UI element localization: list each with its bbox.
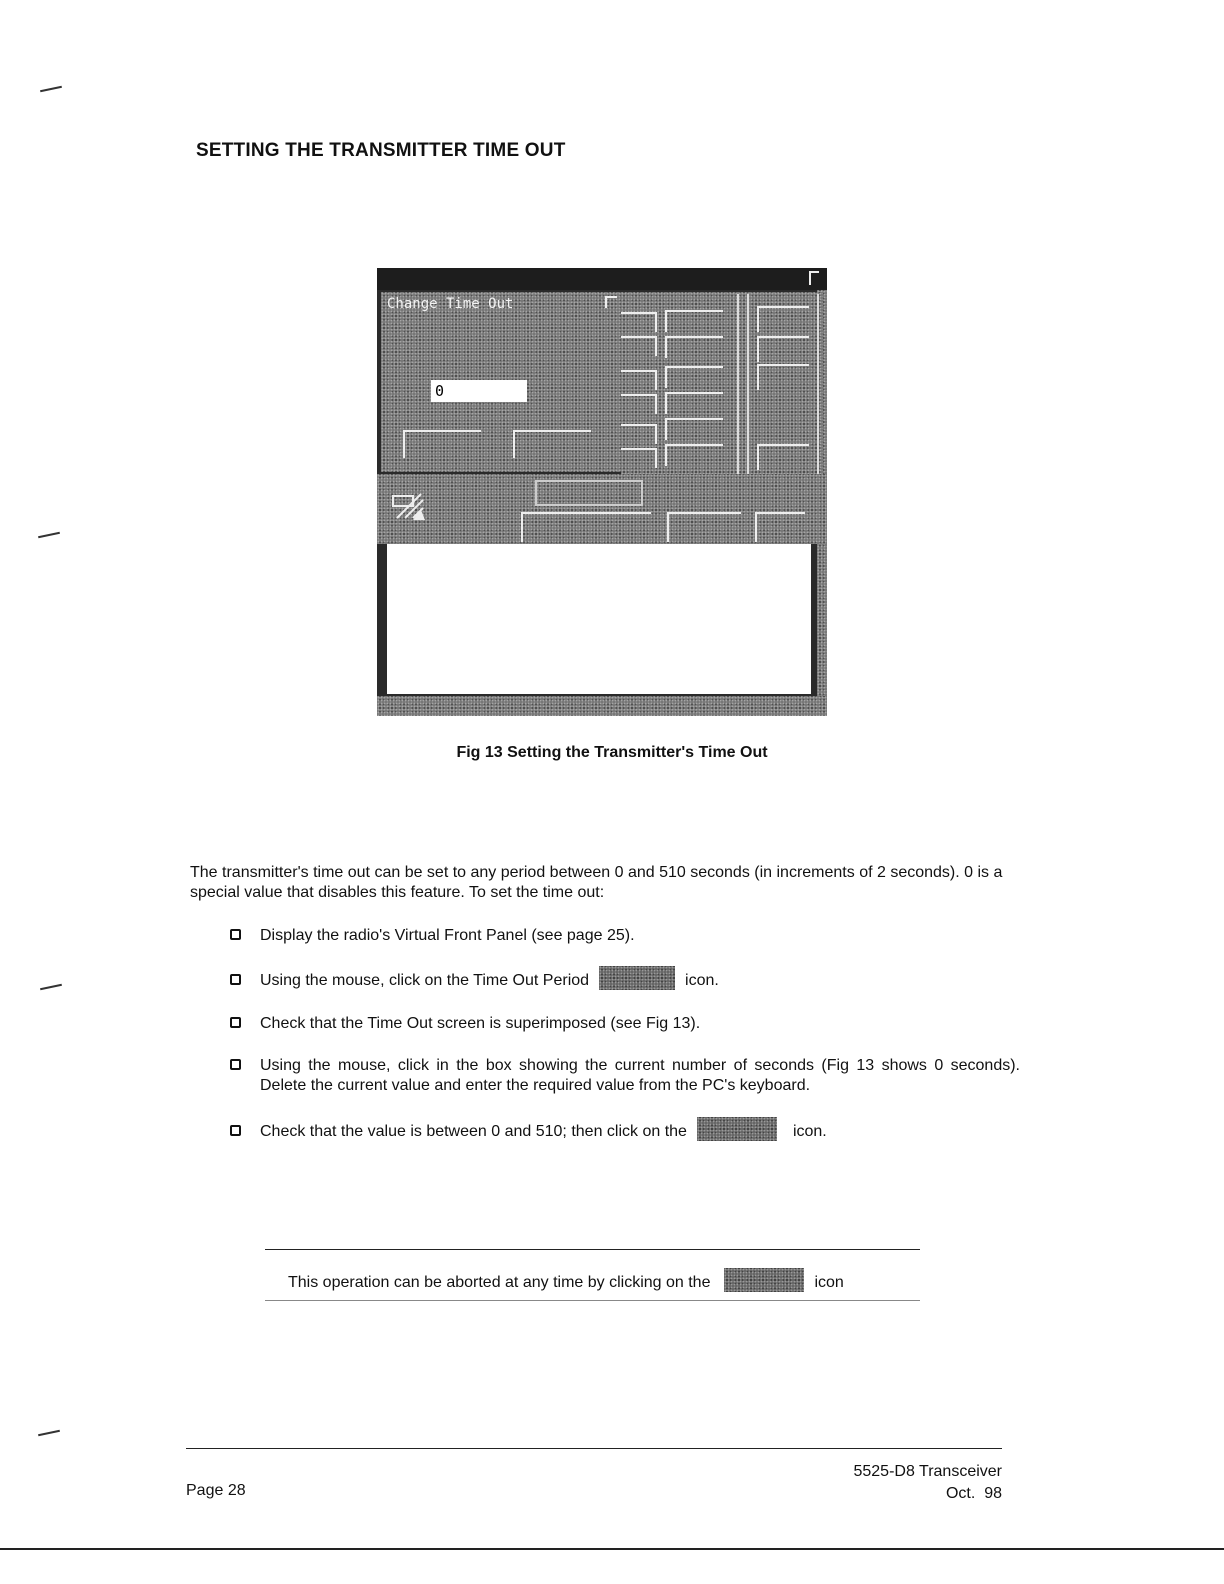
panel-key[interactable] — [665, 336, 723, 358]
footer-rule — [186, 1448, 1002, 1449]
step-text-before: Using the mouse, click on the Time Out P… — [260, 972, 590, 989]
radio-icon — [391, 490, 425, 520]
note-text-after: icon — [814, 1274, 844, 1291]
abort-icon[interactable] — [724, 1267, 805, 1292]
panel-key[interactable] — [757, 306, 809, 332]
checkbox-bullet-icon — [230, 1059, 241, 1070]
message-area — [387, 544, 811, 694]
ok-icon[interactable] — [696, 1116, 777, 1141]
page-number: Page 28 — [186, 1482, 246, 1499]
list-item: Check that the Time Out screen is superi… — [230, 1014, 1020, 1034]
step-text-after: icon. — [792, 1123, 827, 1140]
step-text: Display the radio's Virtual Front Panel … — [260, 927, 635, 944]
step-text: Check that the value is between 0 and 51… — [260, 1116, 1020, 1142]
footer-product: 5525-D8 Transceiver Oct. 98 — [853, 1461, 1002, 1505]
note-bottom-rule — [265, 1300, 920, 1301]
checkbox-bullet-icon — [230, 929, 241, 940]
dialog-close-icon[interactable] — [605, 296, 617, 308]
panel-divider — [737, 294, 739, 474]
panel-key[interactable] — [621, 370, 657, 390]
list-item: Display the radio's Virtual Front Panel … — [230, 926, 1020, 946]
panel-key[interactable] — [621, 448, 657, 468]
checkbox-bullet-icon — [230, 1017, 241, 1028]
panel-key[interactable] — [665, 366, 723, 388]
document-date: Oct. 98 — [945, 1485, 1002, 1502]
panel-key[interactable] — [665, 310, 723, 332]
ok-button[interactable] — [403, 430, 481, 458]
panel-divider — [747, 294, 749, 474]
section-heading: SETTING THE TRANSMITTER TIME OUT — [196, 140, 566, 161]
figure-caption: Fig 13 Setting the Transmitter's Time Ou… — [456, 744, 768, 761]
panel-key[interactable] — [757, 336, 809, 362]
list-item: Check that the value is between 0 and 51… — [230, 1116, 1020, 1142]
panel-key[interactable] — [621, 394, 657, 414]
note-text-before: This operation can be aborted at any tim… — [288, 1274, 711, 1291]
step-text: Check that the Time Out screen is superi… — [260, 1015, 701, 1032]
intro-paragraph: The transmitter's time out can be set to… — [190, 864, 1003, 901]
step-text-after: icon. — [685, 972, 719, 989]
status-strip — [377, 696, 827, 716]
step-text-before: Check that the value is between 0 and 51… — [260, 1123, 687, 1140]
panel-key[interactable] — [757, 444, 809, 470]
strip-button[interactable] — [667, 512, 741, 542]
margin-mark — [38, 531, 60, 539]
checkbox-bullet-icon — [230, 974, 241, 985]
panel-key[interactable] — [665, 444, 723, 466]
panel-key[interactable] — [621, 336, 657, 356]
list-item: Using the mouse, click on the Time Out P… — [230, 965, 1020, 991]
strip-button[interactable] — [521, 512, 651, 542]
panel-key[interactable] — [621, 312, 657, 332]
product-name: 5525-D8 Transceiver — [853, 1463, 1002, 1480]
panel-key[interactable] — [665, 392, 723, 414]
page-bottom-rule — [0, 1548, 1224, 1550]
window-titlebar — [377, 268, 827, 290]
checkbox-bullet-icon — [230, 1125, 241, 1136]
margin-mark — [40, 983, 62, 991]
panel-key[interactable] — [757, 364, 809, 390]
time-out-screenshot: Change Time Out — [377, 268, 827, 716]
window-control-icon[interactable] — [809, 271, 819, 285]
strip-button[interactable] — [755, 512, 805, 542]
time-out-period-icon[interactable] — [599, 965, 676, 990]
panel-key[interactable] — [665, 418, 723, 440]
front-panel-keys — [621, 292, 823, 478]
time-out-seconds-input[interactable] — [431, 380, 527, 402]
margin-mark — [38, 1429, 60, 1437]
list-item: Using the mouse, click in the box showin… — [230, 1056, 1020, 1096]
channel-display — [535, 480, 643, 506]
margin-mark — [40, 85, 62, 93]
note-top-rule — [265, 1249, 920, 1250]
step-text: Using the mouse, click on the Time Out P… — [260, 965, 1020, 991]
abort-note: This operation can be aborted at any tim… — [288, 1267, 918, 1294]
dialog-title: Change Time Out — [387, 296, 514, 312]
panel-divider — [817, 294, 819, 474]
change-time-out-dialog: Change Time Out — [381, 292, 621, 472]
step-text: Using the mouse, click in the box showin… — [260, 1057, 1020, 1094]
panel-key[interactable] — [621, 424, 657, 444]
control-strip — [377, 474, 827, 544]
abort-button[interactable] — [513, 430, 591, 458]
